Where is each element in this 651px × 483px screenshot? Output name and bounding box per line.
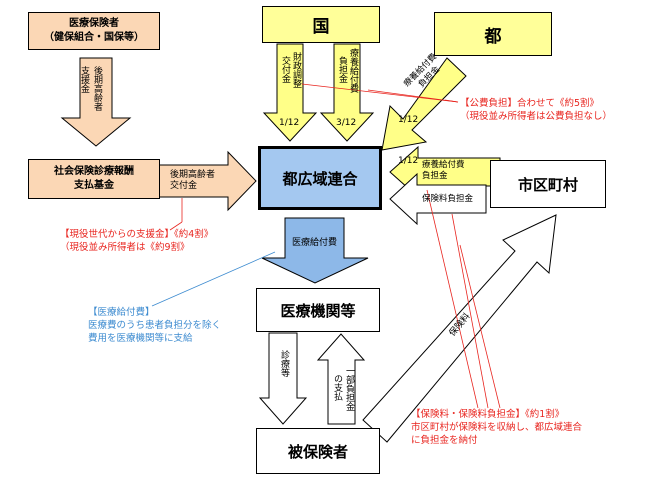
support-detail: （現役並み所得者は《約9割》 [60,242,190,253]
benefit-note: 【医療給付費】 医療費のうち患者負担分を除く 費用を医療機関等に支給 [88,306,221,345]
payment-arrow [316,333,366,425]
city-benefit-label: 療養給付費 負担金 [422,160,465,182]
elderly-grant-arrow [157,150,257,212]
medical-benefit-connector [151,251,276,307]
national-burden-arrow [319,43,375,142]
insurer-box: 医療保険者 （健保組合・国保等） [28,12,160,50]
insurer-name: 医療保険者 [69,18,119,29]
support-fund-label: 支援金 [79,66,89,93]
elderly-grant-line1: 後期高齢者 [170,170,216,180]
elderly-grant-line2: 交付金 [170,181,198,191]
ratio-national-grant: 1/12 [279,118,300,128]
fund-box: 社会保険診療報酬 支払基金 [28,159,160,199]
city-benefit-line2: 負担金 [422,171,448,181]
fund-detail: 支払基金 [74,180,114,191]
premium-note: 【保険料・保険料負担金】《約1割》 市区町村が保険料を収納し、都広域連合 に負担… [411,408,582,447]
city-box: 市区町村 [490,160,606,208]
premium-detail2: に負担金を納付 [411,435,478,446]
medical-payment-label: 医療給付費 [292,238,338,248]
insured-label: 被保険者 [287,442,348,461]
union-box: 都広域連合 [258,146,382,210]
medical-benefit-arrow [261,217,369,284]
public-burden-note: 【公費負担】合わせて《約5割》 （現役並み所得者は公費負担なし） [460,97,612,123]
fund-name: 社会保険診療報酬 [54,166,134,177]
elderly-support-label: 後期高齢者 [92,66,102,111]
medical-benefit-label: 療養給付費 [348,48,358,93]
elderly-grant-label: 後期高齢者 交付金 [170,170,215,192]
public-burden-detail: （現役並み所得者は公費負担なし） [460,111,613,122]
city-premium-arrow [389,172,487,226]
public-burden-connectors [169,83,501,409]
tokyo-label: 都 [484,26,502,47]
support-arrow [60,57,132,147]
treatment-arrow [258,332,308,425]
tokyo-box: 都 [434,12,552,56]
city-label: 市区町村 [517,175,578,194]
medical-label: 医療機関等 [280,301,356,320]
benefit-detail2: 費用を医療機関等に支給 [88,333,193,344]
premium-title: 【保険料・保険料負担金】《約1割》 [411,409,565,420]
support-title: 【現役世代からの支援金】《約4割》 [60,229,214,240]
support-note: 【現役世代からの支援金】《約4割》 （現役並み所得者は《約9割》 [60,228,213,254]
tokyo-benefit-arrow [381,57,467,151]
city-benefit-line1: 療養給付費 [422,160,465,170]
benefit-title: 【医療給付費】 [88,307,155,318]
national-grant-arrow [262,43,318,142]
premium-burden-label: 保険料負担金 [422,194,474,204]
insurer-detail: （健保組合・国保等） [44,32,144,43]
treatment-label: 診療等 [279,350,289,377]
national-box: 国 [262,6,380,43]
ratio-national-burden: 3/12 [336,118,357,128]
partial-burden-label: 一部負担金 [344,366,354,411]
premium-detail1: 市区町村が保険料を収納し、都広域連合 [411,422,583,433]
payment-label: の支払 [332,374,342,401]
benefit-detail1: 医療費のうち患者負担分を除く [88,320,222,331]
ratio-city: 1/12 [398,156,419,166]
insured-box: 被保険者 [256,428,380,474]
medical-box: 医療機関等 [256,288,380,332]
burden-money-label: 負担金 [337,56,347,83]
public-burden-title: 【公費負担】合わせて《約5割》 [460,98,600,109]
union-label: 都広域連合 [282,169,358,188]
grant-money-label: 交付金 [280,56,290,83]
ratio-tokyo: 1/12 [398,115,419,125]
fiscal-adjust-label: 財政調整 [291,52,301,88]
national-label: 国 [312,17,330,37]
